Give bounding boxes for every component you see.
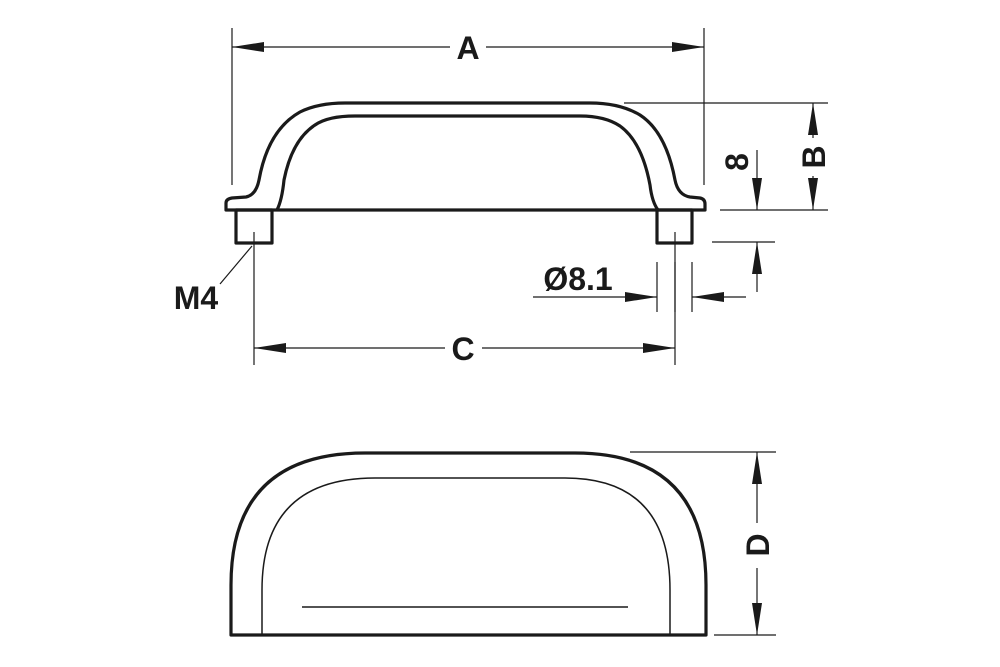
label-diameter: Ø8.1 — [543, 261, 612, 297]
dimension-d: D — [630, 451, 776, 636]
handle-front-view — [224, 101, 707, 245]
dimension-8: 8 — [712, 150, 775, 292]
dimension-b: B — [624, 102, 832, 211]
dimension-c: C — [253, 232, 676, 367]
label-b: B — [796, 145, 832, 168]
handle-inner-outline — [275, 114, 660, 211]
thread-callout: M4 — [174, 245, 253, 316]
handle-plan-view — [229, 451, 708, 637]
plan-inner-outline — [261, 477, 671, 635]
label-thread: M4 — [174, 280, 219, 316]
label-c: C — [451, 331, 474, 367]
label-d: D — [740, 533, 776, 556]
plan-outer-outline — [229, 451, 708, 637]
dimension-diameter: Ø8.1 — [533, 261, 746, 312]
label-8: 8 — [719, 153, 755, 171]
dimension-a: A — [231, 28, 705, 185]
handle-outer-outline — [224, 101, 707, 212]
label-a: A — [456, 30, 479, 66]
